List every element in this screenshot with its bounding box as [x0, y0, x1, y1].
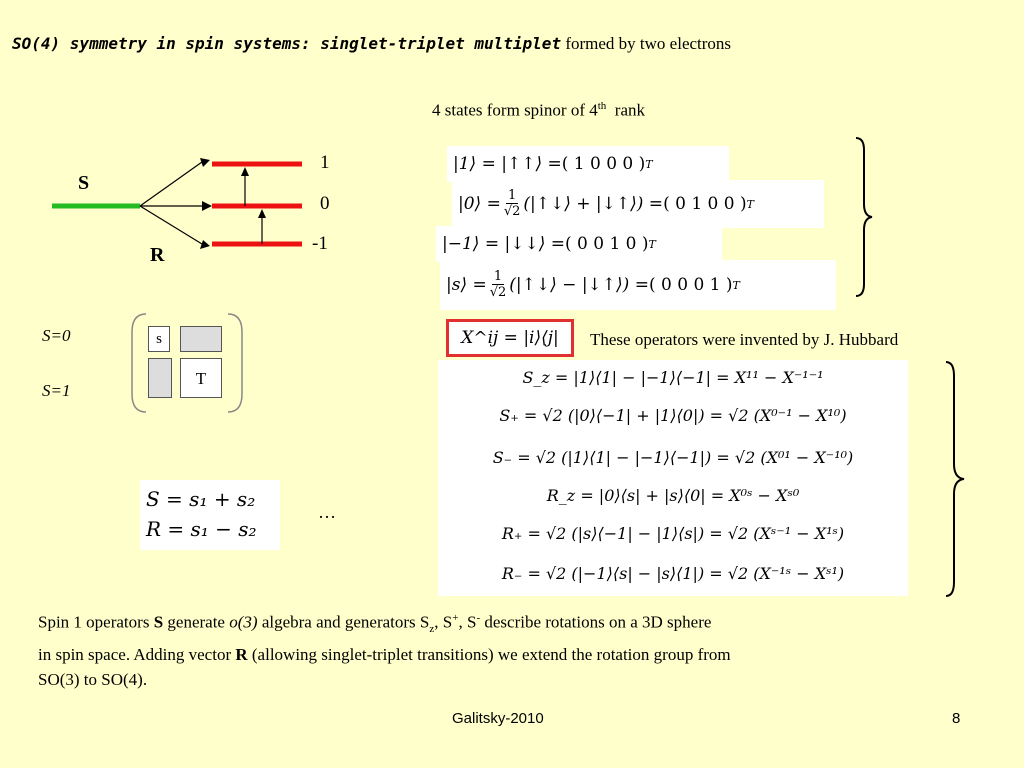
state-m1-equation: |−1⟩ = |↓↓⟩ = ( 0 0 1 0 )T — [436, 226, 722, 262]
hubbard-operator: X^ij = |i⟩⟨j| — [446, 319, 574, 357]
matrix-cell-off1 — [180, 326, 222, 352]
spinor-note: 4 states form spinor of 4th rank — [432, 100, 645, 121]
summary-p1h: + — [452, 612, 459, 624]
label-S: S — [78, 172, 90, 194]
level-label-0: 0 — [320, 193, 330, 214]
split-line-bot — [139, 205, 203, 245]
summary-p3: SO(3) to SO(4). — [38, 670, 148, 690]
ellipsis: … — [318, 502, 336, 522]
state-s-frac: 1√2 — [489, 269, 507, 301]
operator-rz: R_z = |0⟩⟨s| + |s⟩⟨0| = X⁰ˢ − Xˢ⁰ — [546, 486, 800, 505]
matrix-diagram: s T — [128, 312, 246, 414]
label-R: R — [150, 244, 165, 266]
matrix-cell-t: T — [180, 358, 222, 398]
vector-R-definition: R = s₁ − s₂ — [146, 517, 257, 541]
summary-p2a: in spin space. Adding vector — [38, 645, 236, 665]
hubbard-note: These operators were invented by J. Hubb… — [590, 330, 899, 349]
spinor-note-text: 4 states form spinor of 4 — [432, 100, 598, 120]
summary-p1d: o(3) — [229, 612, 258, 632]
state-0-frac-num: 1 — [505, 188, 519, 204]
state-1-vector: ( 1 0 0 0 ) — [561, 154, 646, 174]
level-label-1: 1 — [320, 152, 330, 173]
page-number: 8 — [952, 710, 961, 727]
summary-p1k: describe rotations on a 3D sphere — [480, 612, 712, 632]
summary-p1c: generate — [163, 612, 230, 632]
operators-brace — [945, 361, 965, 597]
state-1-equation: |1⟩ = |↑↑⟩ = ( 1 0 0 0 )T — [447, 146, 729, 182]
spinor-note-tail: rank — [614, 100, 646, 120]
label-s0: S=0 — [42, 326, 71, 345]
spinor-note-sup: th — [597, 100, 607, 112]
state-m1-lhs: |−1⟩ = |↓↓⟩ = — [442, 234, 565, 254]
transition-arrowhead-2 — [258, 209, 266, 218]
arrowhead-top — [200, 158, 210, 167]
matrix-cell-s: s — [148, 326, 170, 352]
operator-sminus: S₋ = √2 (|1⟩⟨1| − |−1⟩⟨−1|) = √2 (X⁰¹ − … — [492, 448, 854, 467]
title-rest: formed by two electrons — [565, 34, 732, 53]
state-m1-vector: ( 0 0 1 0 ) — [564, 234, 649, 254]
slide-title: SO(4) symmetry in spin systems: singlet-… — [12, 34, 731, 54]
state-1-sup: T — [645, 157, 653, 171]
state-0-mid: (|↑↓⟩ + |↓↑⟩) = — [523, 194, 664, 214]
operator-splus: S₊ = √2 (|0⟩⟨−1| + |1⟩⟨0|) = √2 (X⁰⁻¹ − … — [499, 406, 847, 425]
footer-author: Galitsky-2010 — [452, 710, 544, 727]
state-0-sup: T — [746, 197, 754, 211]
state-s-sup: T — [732, 278, 740, 292]
state-0-frac: 1√2 — [503, 188, 521, 220]
state-0-lhs: |0⟩ = — [458, 194, 501, 214]
summary-p1i: , S — [458, 612, 477, 632]
state-s-equation: |s⟩ = 1√2 (|↑↓⟩ − |↓↑⟩) = ( 0 0 0 1 )T — [440, 260, 836, 310]
state-1-lhs: |1⟩ = |↑↑⟩ = — [453, 154, 562, 174]
split-line-top — [139, 161, 203, 207]
matrix-brackets — [131, 313, 243, 413]
state-0-frac-den: √2 — [503, 204, 521, 219]
summary-p1a: Spin 1 operators — [38, 612, 154, 632]
summary-p2b: R — [235, 645, 248, 665]
label-s1: S=1 — [42, 381, 71, 400]
title-bold: SO(4) symmetry in spin systems: singlet-… — [12, 34, 562, 53]
energy-level-diagram — [52, 158, 302, 249]
summary-p1j: - — [476, 612, 481, 624]
level-label-m1: -1 — [312, 233, 328, 254]
summary-p1b: S — [153, 612, 164, 632]
state-s-vector: ( 0 0 0 1 ) — [648, 275, 733, 295]
operator-rplus: R₊ = √2 (|s⟩⟨−1| − |1⟩⟨s|) = √2 (Xˢ⁻¹ − … — [501, 524, 845, 543]
arrowhead-bot — [200, 240, 210, 249]
operator-rminus: R₋ = √2 (|−1⟩⟨s| − |s⟩⟨1|) = √2 (X⁻¹ˢ − … — [501, 564, 845, 583]
state-s-lhs: |s⟩ = — [446, 275, 487, 295]
states-brace — [855, 137, 873, 297]
transition-arrowhead-1 — [241, 167, 249, 176]
state-m1-sup: T — [648, 237, 656, 251]
state-s-frac-den: √2 — [489, 285, 507, 300]
state-0-equation: |0⟩ = 1√2 (|↑↓⟩ + |↓↑⟩) = ( 0 1 0 0 )T — [452, 180, 824, 228]
summary-paragraph: Spin 1 operators S generate o(3) algebra… — [38, 606, 988, 692]
operators-block: S_z = |1⟩⟨1| − |−1⟩⟨−1| = X¹¹ − X⁻¹⁻¹ S₊… — [438, 360, 908, 596]
summary-p1e: algebra and generators S — [257, 612, 430, 632]
state-s-frac-num: 1 — [491, 269, 505, 285]
summary-p1g: , S — [434, 612, 453, 632]
matrix-cell-off2 — [148, 358, 172, 398]
operator-sz: S_z = |1⟩⟨1| − |−1⟩⟨−1| = X¹¹ − X⁻¹⁻¹ — [522, 368, 824, 387]
state-s-mid: (|↑↓⟩ − |↓↑⟩) = — [509, 275, 649, 295]
summary-p2c: (allowing singlet-triplet transitions) w… — [247, 645, 731, 665]
summary-p1f: z — [429, 623, 435, 636]
state-0-vector: ( 0 1 0 0 ) — [663, 194, 747, 214]
arrowhead-mid — [202, 201, 212, 211]
vector-S-definition: S = s₁ + s₂ — [146, 487, 256, 511]
vector-definitions: S = s₁ + s₂ R = s₁ − s₂ — [140, 480, 280, 550]
